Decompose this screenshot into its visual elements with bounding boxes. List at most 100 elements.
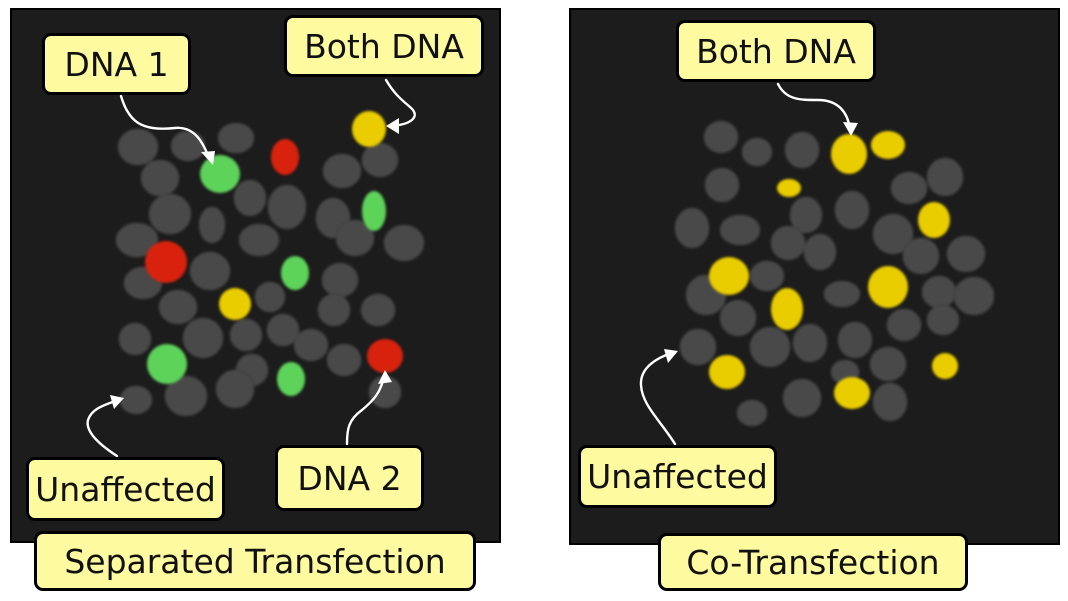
unaffected-cell [361,142,399,178]
both-dna-cell [709,355,745,389]
unaffected-cell [782,378,822,418]
unaffected-cell [886,308,922,342]
unaffected-cell [321,262,359,298]
unaffected-cell [267,184,307,230]
label-dna2: DNA 2 [275,445,424,511]
arrow-unaffected-right [639,351,677,446]
dna1-cell [147,344,187,384]
both-dna-cell [834,377,870,409]
label-both-dna-right: Both DNA [676,20,876,82]
dna1-cell [281,256,309,290]
unaffected-cell [749,260,785,292]
unaffected-cell [317,293,351,327]
unaffected-cell [118,322,152,356]
unaffected-cell [749,326,791,368]
arrowhead-unaffected-left [110,395,124,409]
unaffected-cell [360,293,396,327]
unaffected-cell [233,179,267,217]
unaffected-cell [148,193,192,235]
unaffected-cell [182,317,224,359]
unaffected-cell [335,219,375,257]
unaffected-cell [164,375,208,417]
unaffected-cell [198,206,226,244]
unaffected-cell [229,318,263,352]
unaffected-cell [189,251,231,291]
unaffected-cell [872,213,914,255]
arrow-both-right [776,82,852,132]
arrowhead-dna2 [378,370,392,384]
unaffected-cell [674,207,710,249]
unaffected-cell [266,313,300,347]
unaffected-cell [784,131,820,169]
unaffected-cell [326,343,362,377]
both-dna-cell [219,288,251,320]
both-dna-cell [831,134,867,174]
unaffected-cell [823,280,861,308]
dna1-cell [362,191,386,231]
dna2-cell [367,339,403,373]
unaffected-cell [953,276,995,316]
both-dna-cell [871,131,905,159]
label-dna1: DNA 1 [42,33,191,95]
unaffected-cell [869,346,907,382]
unaffected-cell [117,128,159,166]
unaffected-cell [158,289,198,325]
unaffected-cell [119,385,153,415]
both-dna-cell [918,202,950,238]
label-both-dna-left: Both DNA [284,15,484,77]
arrow-both-left [384,78,416,128]
unaffected-cell [946,235,986,273]
dna2-cell [145,241,187,283]
unaffected-cell [921,275,957,309]
unaffected-cell [322,153,362,189]
unaffected-cell [926,157,964,197]
both-dna-cell [771,288,803,330]
label-unaffected-right: Unaffected [578,445,777,508]
unaffected-cell [872,382,908,422]
unaffected-cell [215,369,255,409]
unaffected-cell [238,223,280,257]
arrowhead-both-left [386,118,399,134]
both-dna-cell [777,179,801,197]
unaffected-cell [704,167,740,203]
unaffected-cell [770,225,806,261]
unaffected-cell [902,237,940,275]
unaffected-cell [679,328,717,366]
unaffected-cell [890,171,928,205]
label-unaffected-left: Unaffected [26,457,225,521]
caption-separated-transfection: Separated Transfection [34,531,476,591]
both-dna-cell [868,266,908,308]
caption-co-transfection: Co-Transfection [658,533,968,591]
unaffected-cell [140,159,180,197]
dna1-cell [200,155,240,193]
unaffected-cell [736,399,768,427]
unaffected-cell [719,214,761,246]
both-dna-cell [352,111,386,147]
unaffected-cell [792,323,828,363]
unaffected-cell [803,233,837,271]
unaffected-cell [254,281,286,313]
unaffected-cell [789,196,823,234]
unaffected-cell [293,328,329,362]
arrowhead-both-right [843,122,858,136]
unaffected-cell [719,299,757,337]
both-dna-cell [709,257,749,295]
unaffected-cell [703,120,739,154]
unaffected-cell [115,222,159,258]
unaffected-cell [217,122,255,154]
unaffected-cell [383,224,425,262]
unaffected-cell [837,321,873,359]
unaffected-cell [926,304,960,336]
unaffected-cell [741,137,773,167]
unaffected-cell [834,190,870,230]
both-dna-cell [932,353,958,379]
arrowhead-dna1 [201,151,215,165]
arrow-unaffected-left [86,398,120,458]
arrowhead-unaffected-right [664,349,678,363]
unaffected-cell [170,130,206,162]
arrow-dna1 [119,94,212,162]
dna1-cell [277,362,305,396]
dna2-cell [271,139,299,175]
arrow-dna2 [345,374,386,446]
